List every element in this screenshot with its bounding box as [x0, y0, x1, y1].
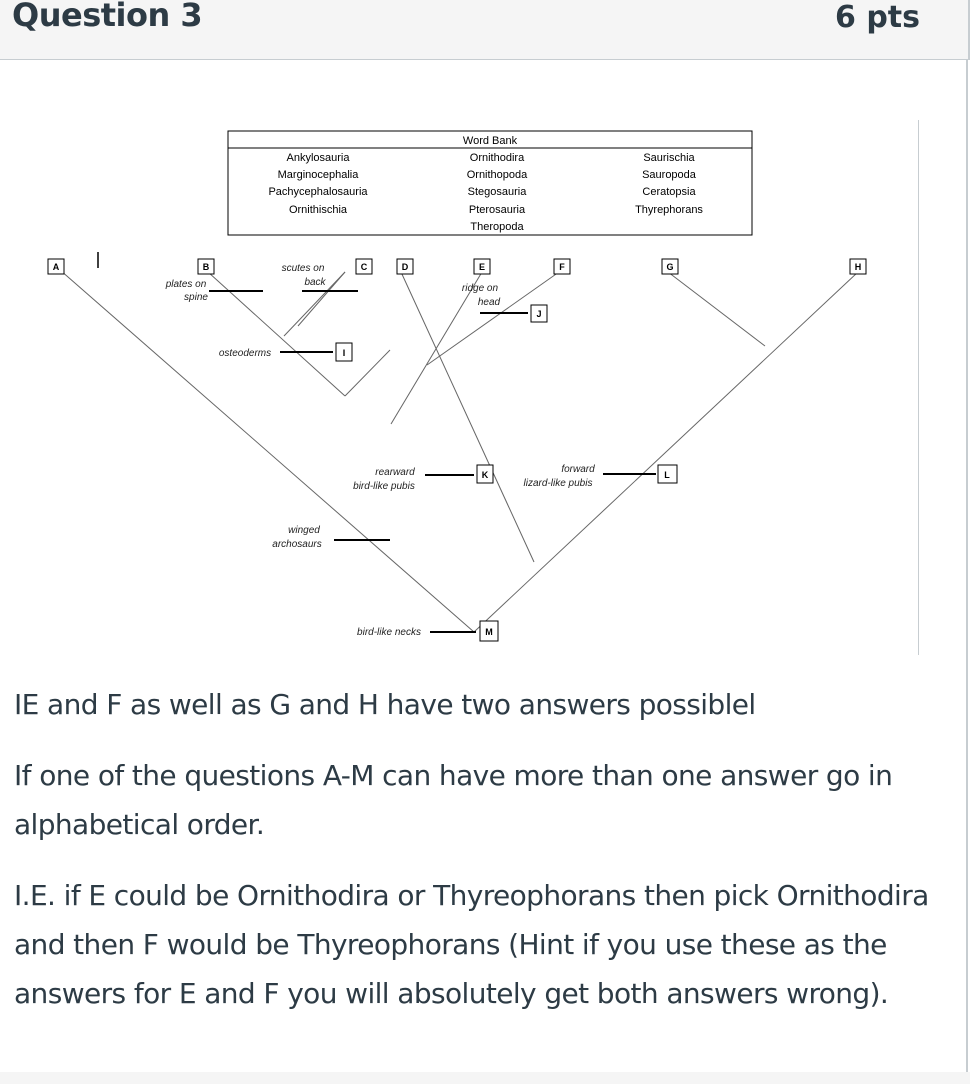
answer-box-b: B: [197, 258, 215, 275]
answer-box-m: M: [479, 620, 499, 642]
answer-box-c: C: [355, 258, 373, 275]
answer-box-h: H: [849, 258, 867, 275]
trait-label: forward: [561, 464, 595, 475]
trait-label: plates on: [165, 279, 207, 290]
trait-label: ridge on: [462, 283, 499, 294]
tree-branches: [59, 269, 859, 633]
word-bank-item: Ankylosauria: [287, 152, 351, 164]
svg-text:D: D: [402, 262, 409, 272]
word-bank-item: Ornithopoda: [467, 169, 528, 181]
svg-text:G: G: [666, 262, 673, 272]
trait-label: bird-like necks: [357, 627, 421, 638]
trait-label: head: [478, 297, 501, 308]
trait-label: lizard-like pubis: [524, 478, 593, 489]
panel-border: [966, 59, 968, 1084]
word-bank-item: Ornithodira: [470, 152, 525, 164]
instruction-ordering: If one of the questions A-M can have mor…: [14, 759, 893, 841]
trait-label: osteoderms: [219, 348, 271, 359]
trait-label: spine: [184, 292, 208, 303]
question-header: Question 3 6 pts: [0, 0, 970, 60]
word-bank-item: Ceratopsia: [642, 186, 696, 198]
trait-label: bird-like pubis: [353, 481, 415, 492]
content-scroll-rule: [918, 120, 919, 655]
word-bank-item: Pterosauria: [469, 204, 526, 216]
footer-bar: [0, 1072, 970, 1084]
svg-text:A: A: [53, 262, 60, 272]
question-points: 6 pts: [835, 0, 920, 35]
svg-text:L: L: [664, 470, 670, 480]
answer-box-f: F: [553, 258, 571, 275]
trait-label: archosaurs: [272, 539, 321, 550]
trait-label: back: [304, 277, 326, 288]
answer-box-k: K: [476, 464, 494, 484]
svg-text:F: F: [559, 262, 565, 272]
word-bank-heading: Word Bank: [463, 135, 518, 147]
instruction-note: IE and F as well as G and H have two ans…: [14, 688, 756, 721]
svg-text:J: J: [536, 309, 541, 319]
word-bank-item: Pachycephalosauria: [268, 186, 368, 198]
answer-box-e: E: [473, 258, 491, 275]
svg-text:I: I: [343, 348, 346, 358]
trait-label: winged: [288, 525, 320, 536]
cladogram-diagram: Word Bank Ankylosauria Marginocephalia P…: [47, 130, 867, 642]
trait-label: rearward: [375, 467, 415, 478]
answer-box-d: D: [396, 258, 414, 275]
svg-text:H: H: [855, 262, 862, 272]
word-bank-item: Sauropoda: [642, 169, 697, 181]
answer-box-l: L: [657, 464, 678, 484]
word-bank-item: Theropoda: [470, 221, 524, 233]
word-bank-item: Stegosauria: [468, 186, 528, 198]
svg-text:K: K: [482, 470, 489, 480]
trait-label: scutes on: [282, 263, 325, 274]
instruction-example: I.E. if E could be Ornithodira or Thyreo…: [14, 879, 929, 1010]
trait-marks: [209, 290, 656, 633]
word-bank-item: Ornithischia: [289, 204, 348, 216]
svg-text:E: E: [479, 262, 485, 272]
question-title: Question 3: [12, 0, 203, 34]
svg-text:B: B: [203, 262, 210, 272]
answer-box-j: J: [530, 304, 548, 323]
svg-text:C: C: [361, 262, 368, 272]
answer-box-a: A: [47, 258, 65, 275]
answer-box-i: I: [335, 342, 353, 362]
word-bank-item: Saurischia: [643, 152, 695, 164]
svg-text:M: M: [485, 627, 493, 637]
word-bank-item: Marginocephalia: [278, 169, 360, 181]
answer-boxes: A B C D E F G H I J K L M: [47, 258, 867, 642]
answer-box-g: G: [661, 258, 679, 275]
word-bank: Word Bank Ankylosauria Marginocephalia P…: [227, 130, 753, 236]
word-bank-item: Thyrephorans: [635, 204, 703, 216]
trait-labels: plates on spine scutes on back osteoderm…: [165, 263, 595, 638]
